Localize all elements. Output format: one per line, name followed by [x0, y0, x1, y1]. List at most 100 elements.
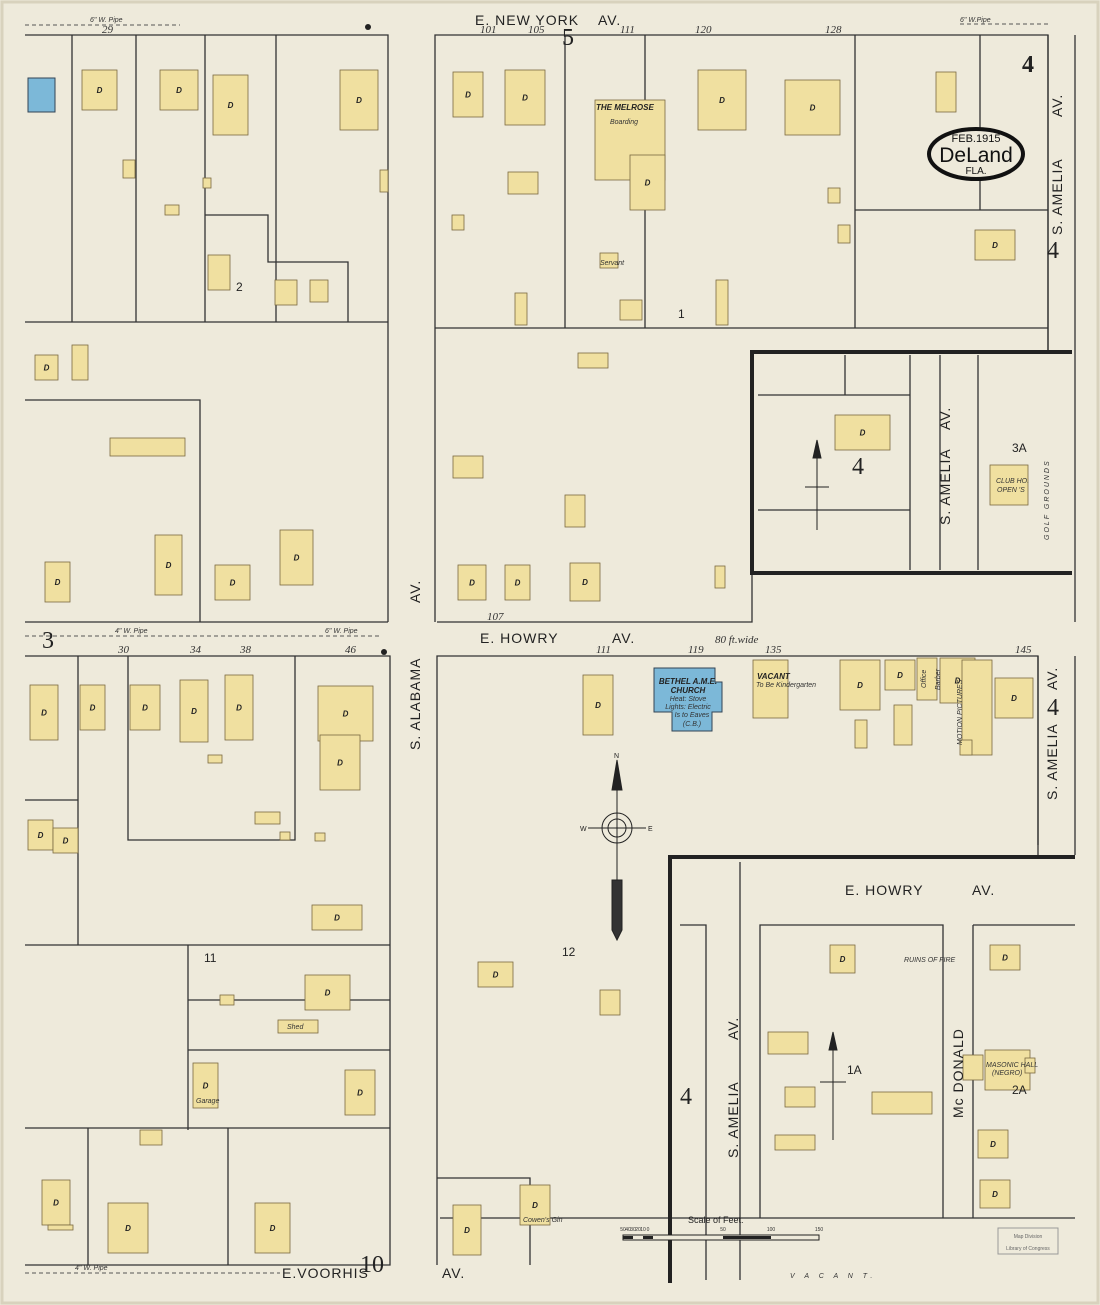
- building: [224, 674, 254, 741]
- building: [277, 1019, 319, 1034]
- dwelling-label: D: [90, 704, 96, 713]
- street-label-alabama: S. ALABAMA: [407, 658, 423, 750]
- building: [839, 659, 881, 711]
- house-number: 111: [620, 24, 635, 36]
- street-label: AV.: [1044, 667, 1060, 690]
- club-note: OPEN 'S: [997, 487, 1025, 494]
- building: [79, 684, 106, 731]
- melrose-sub: Boarding: [610, 119, 638, 126]
- shed-label: Shed: [287, 1024, 304, 1031]
- dwelling-label: D: [63, 837, 69, 846]
- street-label: AV.: [612, 630, 635, 646]
- block-number: 2A: [1012, 1083, 1027, 1097]
- building: [959, 739, 973, 756]
- dwelling-label: D: [334, 914, 340, 923]
- building: [519, 1184, 551, 1226]
- vacant-lot-label: V A C A N T.: [790, 1273, 876, 1280]
- dwelling-label: D: [1011, 694, 1017, 703]
- scale-tick: 50: [720, 1227, 726, 1233]
- dwelling-label: D: [44, 364, 50, 373]
- building: [916, 657, 938, 701]
- block-number: 2: [236, 280, 243, 294]
- pipe-label: 6" W. Pipe: [90, 17, 123, 24]
- building: [192, 1062, 219, 1109]
- dwelling-label: D: [857, 681, 863, 690]
- building: [599, 252, 619, 269]
- building: [207, 754, 223, 764]
- building: [715, 279, 729, 326]
- scale-title: Scale of Feet.: [688, 1215, 744, 1225]
- house-number: 111: [596, 644, 611, 656]
- dwelling-label: D: [337, 759, 343, 768]
- building: [834, 414, 891, 451]
- church-note: (C.B.): [683, 721, 701, 728]
- building: [107, 1202, 149, 1254]
- hydrant-icon: [381, 649, 387, 655]
- dwelling-label: D: [955, 677, 961, 686]
- house-number: 46: [345, 644, 357, 656]
- building: [212, 74, 249, 136]
- dwelling-label: D: [343, 710, 349, 719]
- building: [274, 279, 298, 306]
- street-label-howry: E. HOWRY: [480, 630, 559, 646]
- building: [452, 455, 484, 479]
- house-number: 119: [688, 644, 704, 656]
- building: [961, 659, 993, 756]
- building: [599, 989, 621, 1016]
- building: [34, 354, 59, 381]
- dwelling-label: D: [41, 709, 47, 718]
- church-note: Heat: Stove: [670, 696, 707, 703]
- adjoining-sheet: 4: [680, 1084, 692, 1110]
- building: [311, 904, 363, 931]
- building: [344, 1069, 376, 1116]
- house-number: 135: [765, 644, 782, 656]
- amelia-lines: [1047, 35, 1076, 622]
- building: [44, 561, 71, 603]
- building: [122, 159, 136, 179]
- building: [1024, 1057, 1036, 1074]
- dwelling-label: D: [532, 1201, 538, 1210]
- house-number: 107: [487, 611, 504, 623]
- church-note: Is to Eaves: [675, 712, 710, 719]
- building: [27, 819, 54, 851]
- house-number: 101: [480, 24, 497, 36]
- building: [29, 684, 59, 741]
- building: [452, 1204, 482, 1256]
- block-top-left: [25, 34, 389, 622]
- office-label: Office: [921, 670, 928, 688]
- scale-tick: 20: [635, 1227, 641, 1233]
- stamp-line: Map Division: [1014, 1234, 1043, 1240]
- cartouche-city: DeLand: [939, 144, 1013, 167]
- dwelling-label: D: [236, 704, 242, 713]
- building: [827, 187, 841, 204]
- building: [935, 71, 957, 113]
- street-label-amelia: S. AMELIA: [1049, 158, 1065, 235]
- building: [577, 352, 609, 369]
- dwelling-label: D: [719, 96, 725, 105]
- building: [767, 1031, 809, 1055]
- building: [984, 1049, 1031, 1091]
- street-label-amelia: S. AMELIA: [725, 1081, 741, 1158]
- building: [854, 719, 868, 749]
- building: [159, 69, 199, 111]
- building: [784, 1086, 816, 1108]
- adjoining-sheet: 4: [852, 454, 864, 480]
- building: [81, 69, 118, 111]
- scale-tick: 100: [767, 1227, 776, 1233]
- adjoining-sheet: 3: [42, 628, 54, 654]
- pipe-label: 6" W.Pipe: [960, 17, 991, 24]
- building: [564, 494, 586, 528]
- building: [989, 464, 1029, 506]
- building: [507, 171, 539, 195]
- dwelling-label: D: [270, 1224, 276, 1233]
- scale-tick: 150: [815, 1227, 824, 1233]
- dwelling-label: D: [228, 101, 234, 110]
- street-label-mcdonald: Mc DONALD: [950, 1028, 966, 1118]
- dwelling-label: D: [166, 561, 172, 570]
- street-label-howry: E. HOWRY: [845, 882, 924, 898]
- inset-lines: [758, 355, 979, 570]
- building: [202, 177, 212, 189]
